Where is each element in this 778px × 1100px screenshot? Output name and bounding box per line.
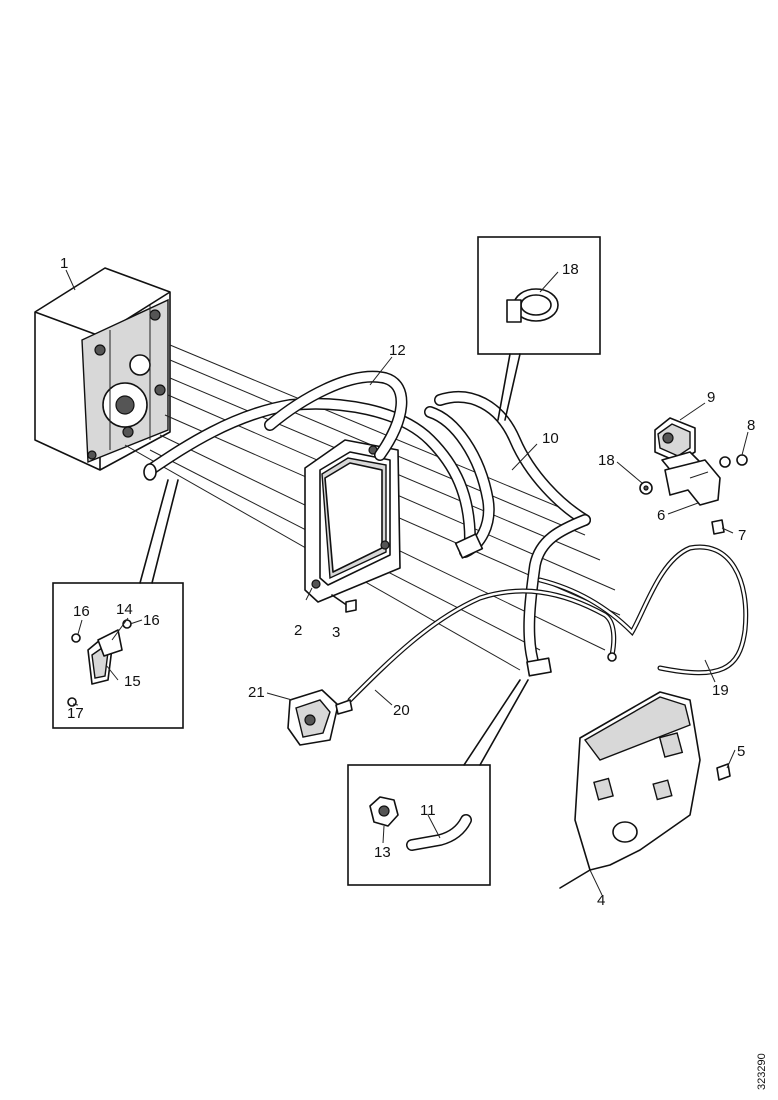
screw-part-7 [711,519,725,535]
callout-4: 4 [597,892,605,909]
callout-21: 21 [248,684,265,701]
callout-18-valve: 18 [598,452,615,469]
callout-8: 8 [747,417,755,434]
fitting-part-8 [719,454,748,468]
connector-part-21 [287,689,353,746]
callout-12: 12 [389,342,406,359]
leader-lines [65,269,749,896]
cable-part-20 [347,588,617,703]
callout-15: 15 [124,673,141,690]
callout-14: 14 [116,601,133,618]
callout-13: 13 [374,844,391,861]
clamp-part-18 [506,288,559,323]
hose-part-11 [406,814,472,851]
callout-17: 17 [67,705,84,722]
valve-part-9 [654,417,701,473]
bracket-part-6 [664,459,721,506]
callout-10: 10 [542,430,559,447]
callout-3: 3 [332,624,340,641]
washer-part-18b [639,481,653,495]
callout-9: 9 [707,389,715,406]
callout-7: 7 [738,527,746,544]
sensor-part-13 [369,796,399,827]
callout-18-clamp: 18 [562,261,579,278]
cover-plate-part-4 [559,691,701,889]
detail-box-sensor [347,679,529,886]
callout-1: 1 [60,255,68,272]
screw-part-3 [331,594,357,613]
callout-5: 5 [737,743,745,760]
callout-labels: 1 12 10 9 8 18 6 7 2 3 18 19 20 21 5 4 1… [60,255,755,909]
callout-20: 20 [393,702,410,719]
callout-16-right: 16 [143,612,160,629]
callout-19: 19 [712,682,729,699]
bracket-part-14 [97,629,123,657]
callout-16-left: 16 [73,603,90,620]
callout-11: 11 [420,802,436,819]
control-box-part-1 [34,267,171,471]
drawing-code: 323290 [756,1053,768,1090]
hose-part-12 [143,370,476,546]
detail-box-clamp [477,236,601,421]
cable-part-19 [537,544,749,676]
callout-6: 6 [657,507,665,524]
callout-2: 2 [294,622,302,639]
screw-part-5 [716,763,731,781]
hose-part-10 [424,390,591,677]
mounting-frame-part-2 [304,439,401,603]
screw-part-16-left [71,633,81,643]
